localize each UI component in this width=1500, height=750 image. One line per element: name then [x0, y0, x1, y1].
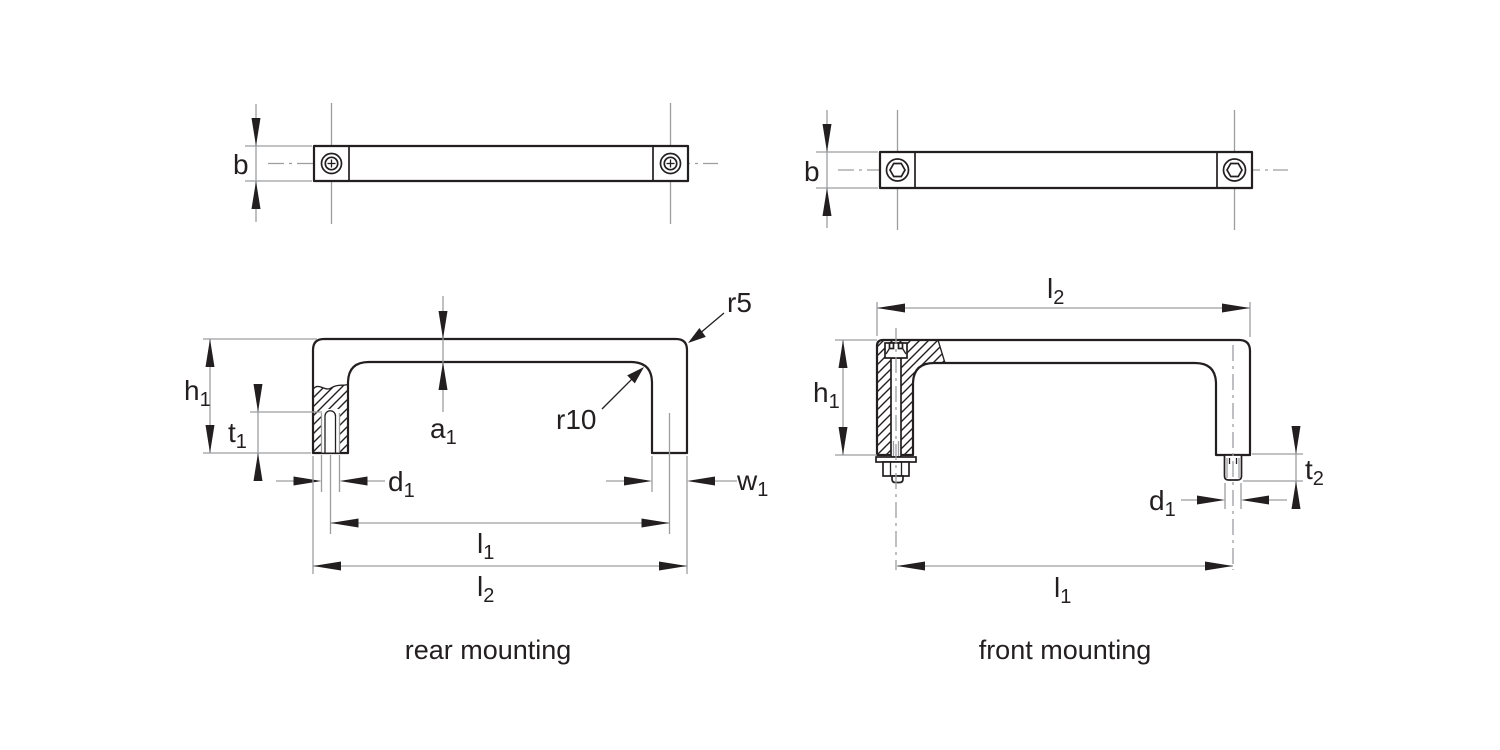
handle-profile	[311, 337, 689, 455]
bolt-tip	[891, 475, 904, 484]
leader-arrowhead	[627, 367, 644, 384]
socket-notch	[897, 342, 904, 350]
arrowhead	[205, 339, 215, 367]
dim-label-w1: w1	[736, 465, 768, 501]
cross-recess-screw-right	[659, 152, 682, 175]
dim-label-r10: r10	[556, 404, 596, 435]
arrowhead	[313, 561, 341, 571]
arrowhead	[1291, 426, 1301, 454]
top-view-front-handle: b	[804, 110, 1288, 230]
arrowhead	[253, 384, 263, 412]
dim-label-r5: r5	[727, 287, 752, 318]
dim-label-l2-front: l2	[1047, 273, 1064, 309]
dim-label-b-rear: b	[233, 149, 249, 180]
arrowhead	[877, 303, 905, 313]
side-view-front-mounting: l2 h1 t2 d1 l1	[813, 273, 1324, 608]
arrowhead	[822, 188, 832, 216]
dim-label-l1-front: l1	[1054, 572, 1071, 608]
arrowhead	[1291, 481, 1301, 509]
dim-label-h1-front: h1	[813, 377, 840, 413]
arrowhead	[1197, 495, 1225, 505]
hex-socket-screw-left	[885, 158, 910, 182]
arrowhead	[838, 340, 848, 368]
dim-label-l1-rear: l1	[477, 528, 494, 564]
dim-label-b-front: b	[804, 156, 820, 187]
dim-label-a1: a1	[430, 413, 457, 449]
dim-label-t1: t1	[228, 417, 247, 453]
arrowhead	[659, 561, 687, 571]
dim-label-l2-rear: l2	[477, 571, 494, 607]
arrowhead	[687, 476, 715, 486]
arrowhead	[253, 453, 263, 481]
section-cut-line	[937, 339, 946, 364]
arrowhead	[438, 362, 448, 390]
arrowhead	[205, 425, 215, 453]
socket-notch	[888, 342, 895, 350]
arrowhead	[641, 518, 670, 528]
hex-socket-screw-right	[1222, 158, 1247, 182]
handle-bar-outline	[312, 144, 690, 183]
arrowhead	[330, 518, 359, 528]
tapped-hole	[320, 409, 341, 453]
top-view-rear-handle: b	[233, 103, 718, 224]
arrowhead	[438, 311, 448, 339]
arrowhead	[838, 427, 848, 455]
break-line	[312, 383, 349, 390]
caption-rear-mounting: rear mounting	[405, 635, 572, 665]
caption-front-mounting: front mounting	[979, 635, 1152, 665]
handle-bar-outline	[878, 150, 1254, 190]
arrowhead	[251, 118, 261, 146]
arrowhead	[251, 181, 261, 209]
cross-recess-screw-left	[320, 152, 343, 175]
arrowhead	[624, 476, 652, 486]
dim-label-d1-front: d1	[1149, 485, 1176, 521]
leader-arrowhead	[688, 328, 706, 343]
arrowhead	[1205, 561, 1233, 571]
arrowhead	[1222, 303, 1250, 313]
arrowhead	[897, 561, 925, 571]
dim-label-t2: t2	[1305, 454, 1324, 490]
side-view-rear-mounting: h1 t1 a1 d1 w1 l1	[184, 287, 768, 607]
arrowhead	[1241, 495, 1269, 505]
arrowhead	[822, 124, 832, 152]
arrowhead	[339, 476, 368, 486]
dim-label-d1-rear: d1	[388, 466, 415, 502]
arrowhead	[293, 476, 322, 486]
dim-label-h1-rear: h1	[184, 375, 211, 411]
